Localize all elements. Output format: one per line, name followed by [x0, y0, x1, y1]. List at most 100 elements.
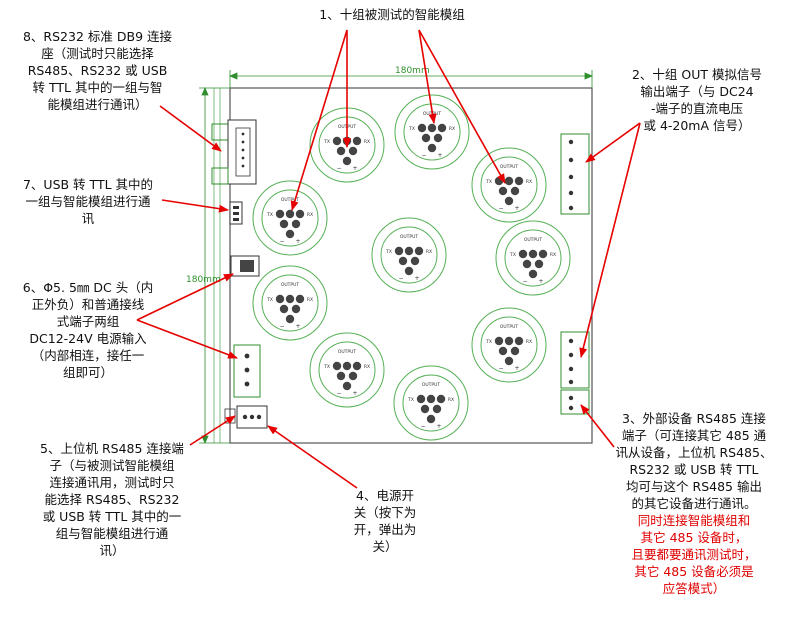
callout-4: 4、电源开 关（按下为 开，弹出为 关） — [340, 487, 430, 555]
callout-5-line: 能选择 RS485、RS232 — [44, 492, 180, 507]
callout-6: 6、Φ5. 5㎜ DC 头（内 正外负）和普通接线 式端子两组 DC12-24V… — [8, 279, 168, 381]
module-pin — [528, 269, 538, 279]
module-pin — [427, 123, 437, 133]
callout-3-warning-line: 其它 485 设备必须是 — [634, 564, 754, 579]
arrow-2a — [585, 122, 641, 163]
module-outer-ring — [252, 265, 328, 341]
callout-5-line: 组与智能模组进行通 — [55, 526, 169, 541]
module-pin — [342, 156, 352, 166]
callout-4-line: 开，弹出为 — [353, 522, 417, 537]
callout-7-line: 7、USB 转 TTL 其中的 — [22, 177, 154, 192]
callout-8-line: 座（测试时只能选择 — [41, 46, 154, 61]
module-pin — [498, 186, 508, 196]
callout-3-line: 均可与这个 RS485 输出 — [626, 479, 762, 494]
callout-7: 7、USB 转 TTL 其中的 一组与智能模组进行通 讯 — [8, 176, 168, 227]
module-outer-ring — [471, 307, 547, 383]
module-outer-ring — [309, 332, 385, 408]
module-pin — [295, 209, 305, 219]
module-minus-label: − — [498, 205, 503, 212]
module-rx-label: RX — [307, 297, 313, 303]
module-minus-label: − — [279, 238, 284, 245]
module-outer-ring — [393, 365, 469, 441]
module-pin — [352, 361, 362, 371]
arrow-4 — [267, 425, 358, 489]
module-pin — [416, 394, 426, 404]
module-pin — [518, 249, 528, 259]
module-outer-ring — [371, 217, 447, 293]
callout-8-line: 8、RS232 标准 DB9 连接 — [22, 29, 172, 44]
module-pin — [528, 249, 538, 259]
module-pin — [417, 123, 427, 133]
arrow-8 — [159, 105, 222, 152]
callout-5-line: 讯） — [99, 543, 125, 558]
module-pin — [504, 196, 514, 206]
module-pin — [394, 246, 404, 256]
module-pin — [436, 394, 446, 404]
module-title-label: OUTPUT — [500, 164, 519, 170]
callout-2-line: 2、十组 OUT 模拟信号 — [631, 67, 763, 82]
module-pin — [421, 133, 431, 143]
callout-4-line: 4、电源开 — [356, 488, 414, 503]
module-pin — [437, 123, 447, 133]
pcb-board-outline — [229, 87, 593, 444]
callout-3-line: 端子（可连接其它 485 通 — [621, 428, 767, 443]
module-tx-label: TX — [509, 252, 516, 258]
module-pin — [291, 219, 301, 229]
callout-3-warning-line: 其它 485 设备时， — [640, 530, 748, 545]
module-minus-label: − — [398, 275, 403, 282]
module-pin — [295, 294, 305, 304]
module-outer-ring — [471, 147, 547, 223]
callout-1: 1、十组被测试的智能模组 — [302, 6, 482, 23]
module-pin — [336, 146, 346, 156]
module-tx-label: TX — [266, 212, 273, 218]
module-pin — [352, 136, 362, 146]
module-pin — [522, 259, 532, 269]
module-pin — [279, 219, 289, 229]
module-tx-label: TX — [323, 139, 330, 145]
module-pin — [420, 404, 430, 414]
module-rx-label: RX — [449, 126, 455, 132]
module-plus-label: + — [514, 365, 519, 372]
rs485-host-terminal — [236, 405, 268, 429]
callout-5-line: 5、上位机 RS485 连接端 — [40, 441, 184, 456]
module-title-label: OUTPUT — [524, 237, 543, 243]
callout-5-line: 连接通讯用，测试时只 — [49, 475, 175, 490]
module-pin — [342, 381, 352, 391]
module-rx-label: RX — [364, 364, 370, 370]
callout-3-line: 讯从设备，上位机 RS485、 — [615, 445, 773, 460]
module-pin — [285, 294, 295, 304]
top-dimension-label: 180mm — [395, 66, 430, 76]
module-outer-ring — [394, 94, 470, 170]
callout-3-warning-line: 且要都要通讯测试时， — [631, 547, 757, 562]
callout-6-line: 正外负）和普通接线 — [31, 297, 145, 312]
module-pin — [538, 249, 548, 259]
module-pin — [410, 256, 420, 266]
module-title-label: OUTPUT — [281, 282, 300, 288]
callout-2: 2、十组 OUT 模拟信号 输出端子（与 DC24 -端子的直流电压 或 4-2… — [612, 66, 782, 134]
callout-6-line: 组即可） — [62, 365, 113, 380]
module-plus-label: + — [352, 165, 357, 172]
module-rx-label: RX — [426, 249, 432, 255]
arrow-6a — [136, 273, 234, 321]
arrow-1a — [290, 29, 348, 211]
callout-7-line: 讯 — [81, 211, 95, 226]
module-plus-label: + — [295, 323, 300, 330]
db9-connector — [211, 119, 257, 185]
module-pin — [494, 336, 504, 346]
callout-4-line: 关（按下为 — [353, 505, 417, 520]
module-pin — [404, 246, 414, 256]
callout-3-line: RS232 或 USB 转 TTL — [629, 462, 759, 477]
module-inner-ring — [380, 226, 438, 284]
module-pin — [510, 346, 520, 356]
out-terminal-upper — [560, 133, 590, 215]
module-pin — [433, 133, 443, 143]
module-minus-label: − — [279, 323, 284, 330]
module-inner-ring — [504, 229, 562, 287]
module-minus-label: − — [421, 152, 426, 159]
